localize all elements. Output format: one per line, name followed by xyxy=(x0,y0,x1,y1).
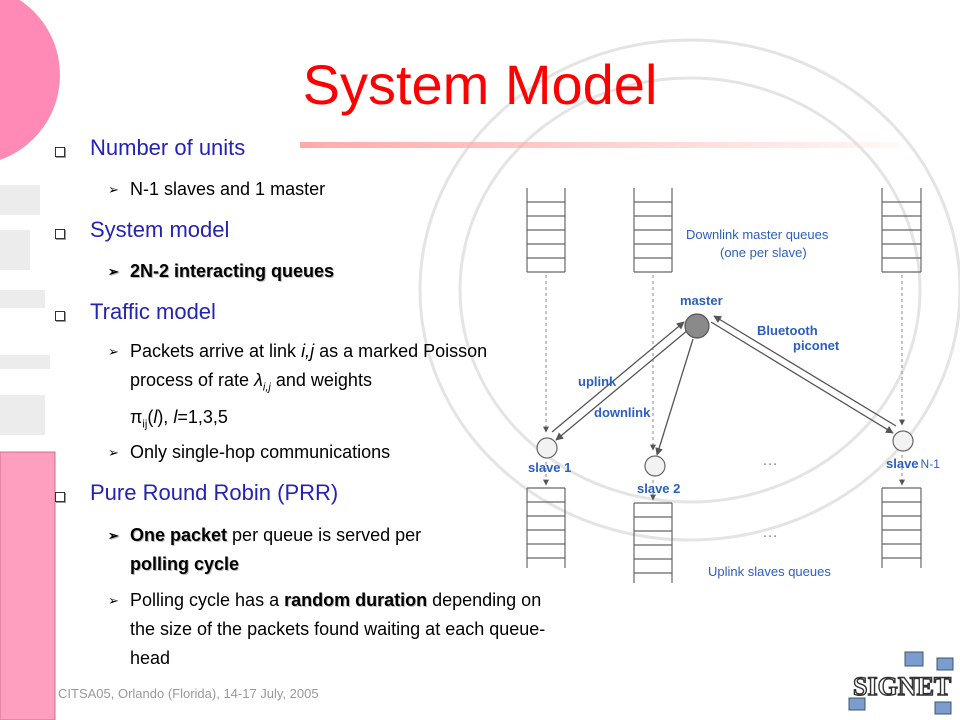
watermark-seal xyxy=(418,38,960,542)
slave-2-node xyxy=(644,455,666,477)
arrow-bullet-icon: ➢ xyxy=(108,445,119,460)
arrow-bullet-icon: ➢ xyxy=(108,182,119,197)
arrow-bullet-icon: ➢ xyxy=(108,344,119,359)
pink-circle-decoration xyxy=(0,0,60,160)
arrow-bullet-icon: ➢ xyxy=(108,528,119,543)
footer-text: CITSA05, Orlando (Florida), 14-17 July, … xyxy=(58,686,319,701)
dotted-connectors xyxy=(543,275,905,501)
downlink-label: downlink xyxy=(594,405,651,420)
downlink-queue-n xyxy=(881,188,922,273)
radio-links xyxy=(551,315,897,456)
master-label: master xyxy=(680,293,723,308)
ellipsis-bottom: … xyxy=(762,524,778,541)
uplink-label: uplink xyxy=(578,374,617,389)
uplink-queue-n xyxy=(881,487,922,568)
square-bullet-icon xyxy=(55,147,65,157)
arrow-bullet-icon: ➢ xyxy=(108,264,119,279)
slave-1-label: slave 1 xyxy=(528,460,572,475)
slave-n-node xyxy=(892,430,914,452)
downlink-queues-sublabel: (one per slave) xyxy=(720,245,807,260)
pink-bar-decoration xyxy=(0,451,56,720)
uplink-queue-2 xyxy=(633,502,673,583)
downlink-queues-label: Downlink master queues xyxy=(686,227,829,242)
watermark-letters xyxy=(0,185,50,435)
downlink-queue-2 xyxy=(633,188,673,273)
square-bullet-icon xyxy=(55,311,65,321)
svg-text:SIGNET: SIGNET xyxy=(853,672,951,701)
arrow-bullet-icon: ➢ xyxy=(108,593,119,608)
uplink-queues-label: Uplink slaves queues xyxy=(708,564,831,579)
square-bullet-icon xyxy=(55,229,65,239)
slide-title: System Model xyxy=(302,53,658,116)
master-node xyxy=(684,313,710,339)
ellipsis-top: … xyxy=(762,452,778,469)
title-underline-decoration xyxy=(300,142,900,148)
signet-logo: SIGNET xyxy=(848,651,954,715)
slave-1-node xyxy=(536,437,558,459)
uplink-queue-1 xyxy=(526,487,566,568)
downlink-queue-1 xyxy=(526,188,566,273)
square-bullet-icon xyxy=(55,492,65,502)
slave-2-label: slave 2 xyxy=(637,481,681,496)
piconet-label-1: Bluetooth xyxy=(757,323,818,338)
piconet-label-2: piconet xyxy=(793,338,840,353)
